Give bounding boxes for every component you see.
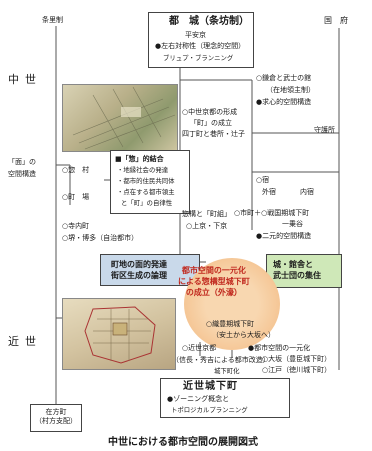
ichiba-label: ○市町＋○戦国期城下町 bbox=[234, 209, 310, 217]
sakai-label: ○堺・博多（自治都市） bbox=[62, 234, 139, 242]
azuchi-label: （安土から大坂へ） bbox=[212, 331, 275, 339]
kyushin-label: ●求心的空間構造 bbox=[256, 98, 312, 106]
kinsei-kyoto-label: ○近世京都 bbox=[182, 344, 217, 352]
jori-label: 条里制 bbox=[42, 16, 63, 24]
yado-label: ○宿 bbox=[256, 176, 270, 184]
castle-box: 城・館舎と 武士団の集住 bbox=[266, 254, 342, 288]
kinsei-label: 近世 bbox=[8, 335, 42, 348]
map-grid-illustration bbox=[72, 86, 176, 150]
zaikata-text: 在方町 （村方支配） bbox=[35, 408, 77, 426]
machi-seiritsu-label: 「町」の成立 bbox=[190, 119, 232, 127]
so-ketsugo-title: ■「惣」的結合 bbox=[115, 155, 164, 163]
point-2: ・都市的住民共同体 bbox=[117, 177, 175, 185]
zoning-label: ●ゾーニング概念と bbox=[167, 395, 230, 403]
point-1: ・地縁社会の発達 bbox=[117, 166, 169, 174]
ichijo-label: 一乗谷 bbox=[282, 220, 303, 228]
edo-label: ○江戸（徳川城下町） bbox=[262, 366, 332, 374]
kokufu-label: 国 府 bbox=[324, 16, 348, 25]
shincho-label: （信長・秀吉による都市改造） bbox=[172, 356, 270, 364]
medieval-kyoto-map-image bbox=[62, 84, 178, 152]
sayu-label: ●左右対称性（理念的空間） bbox=[155, 42, 246, 50]
nigen-label: ●二元的空間構造 bbox=[256, 232, 312, 240]
zaichi-label: （在地領主制） bbox=[266, 86, 315, 94]
kamigyo-label: ○上京・下京 bbox=[186, 222, 228, 230]
so-ketsugo-box: ■「惣」的結合 ・地縁社会の発達 ・都市的住民共同体 ・点在する都市領主 と「町… bbox=[110, 150, 190, 214]
diagram-caption: 中世における都市空間の展開図式 bbox=[108, 437, 258, 448]
kamakura-label: ○鎌倉と武士の館 bbox=[256, 74, 312, 82]
heiankyo-label: 平安京 bbox=[185, 31, 206, 39]
shokuho-label: ○織豊期城下町 bbox=[206, 320, 255, 328]
sonraku-label: ○惣 村 bbox=[62, 166, 90, 174]
sogamae-label: 惣構と「町組」 bbox=[182, 210, 231, 218]
men-label: 「面」の bbox=[8, 158, 36, 166]
shugo-label: 守護所 bbox=[314, 126, 335, 134]
machiyaka-label: 城下町化 bbox=[214, 367, 240, 375]
zaikata-box: 在方町 （村方支配） bbox=[30, 404, 82, 432]
castle-town-map-image bbox=[62, 298, 176, 370]
highlight-circle bbox=[184, 258, 280, 350]
osaka-label: ○大坂（豊臣城下町） bbox=[262, 355, 332, 363]
machichi-text: 町地の面的発達 街区生成の論理 bbox=[111, 260, 167, 281]
blueprint-label: ブリュプ・ブランニング bbox=[163, 54, 234, 62]
naikyo-label: 内宿 bbox=[300, 188, 314, 196]
tojo-box: 都 城（条坊制） 平安京 ●左右対称性（理念的空間） ブリュプ・ブランニング bbox=[148, 12, 254, 68]
chusei-kyoto-label: ○中世京都の形成 bbox=[182, 108, 238, 116]
kinsei-jokamachi-title: 近世城下町 bbox=[183, 381, 238, 392]
point-3: ・点在する都市領主 bbox=[117, 188, 175, 196]
castle-map-illustration bbox=[84, 306, 156, 364]
point-4: と「町」の自律性 bbox=[121, 199, 173, 207]
castle-text: 城・館舎と 武士団の集住 bbox=[273, 260, 321, 281]
machiba-label: ○町 場 bbox=[62, 193, 90, 201]
topological-label: トポロジカルプランニング bbox=[171, 406, 248, 414]
ichigenka-label: ●都市空間の一元化 bbox=[248, 344, 311, 352]
highlight-text: 都市空間の一元化 による惣構型城下町 の成立（外濠） bbox=[178, 266, 250, 297]
kinsei-jokamachi-box: 近世城下町 ●ゾーニング概念と トポロジカルプランニング bbox=[160, 378, 290, 418]
tojo-title: 都 城（条坊制） bbox=[169, 16, 249, 27]
jiin-label: ○寺内町 bbox=[62, 222, 90, 230]
shijo-label: 四丁町と巷所・辻子 bbox=[182, 130, 245, 138]
chusei-label: 中世 bbox=[8, 73, 42, 86]
gaikyo-label: 外宿 bbox=[262, 188, 276, 196]
kukan-kozo-label: 空間構造 bbox=[8, 170, 36, 178]
